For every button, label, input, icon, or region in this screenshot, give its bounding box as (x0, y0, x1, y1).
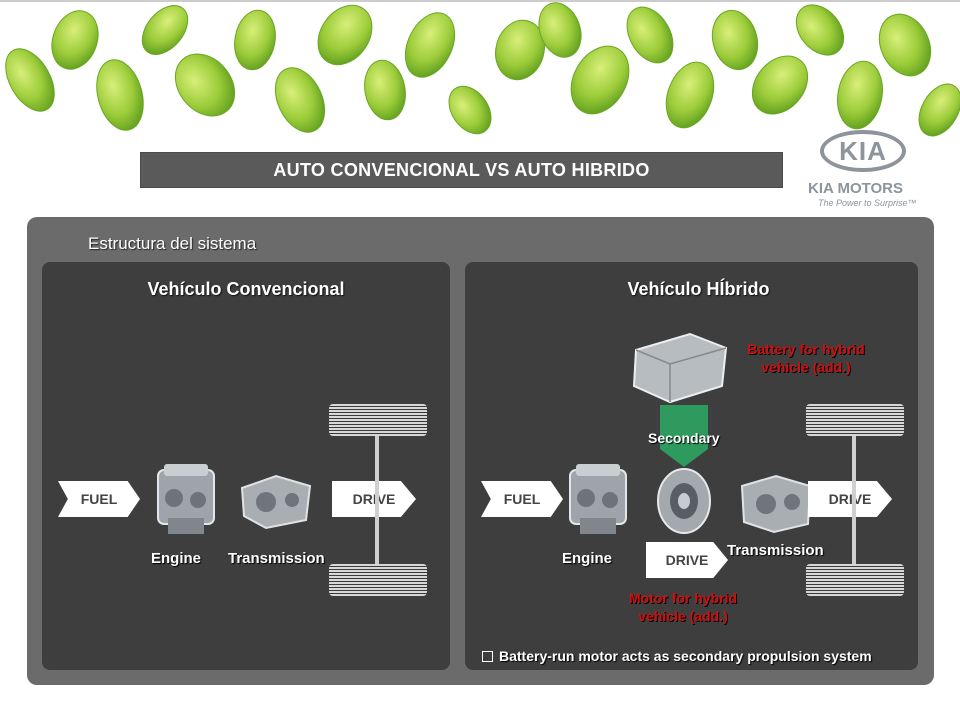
hybrid-axle (852, 420, 856, 580)
conventional-fuel-label: FUEL (80, 491, 118, 507)
kia-logo-brand: KIA MOTORS (808, 180, 904, 197)
kia-logo-tagline: The Power to Surprise™ (818, 198, 917, 208)
conventional-wheel-bottom (329, 564, 427, 596)
kia-logo: KIA KIA MOTORS The Power to Surprise™ (800, 126, 930, 216)
motor-label: Motor for hybrid vehicle (add.) (600, 589, 766, 625)
hybrid-title: Vehículo HÍbrido (627, 279, 770, 299)
motor-drive-arrow: DRIVE (646, 542, 728, 578)
kia-logo-mark: KIA (820, 130, 906, 172)
conventional-panel: Vehículo Convencional (42, 262, 450, 670)
conventional-drive-arrow: DRIVE (332, 481, 416, 517)
bullet-box-icon (482, 651, 493, 662)
motor-drive-label: DRIVE (665, 552, 709, 568)
battery-icon (632, 332, 728, 404)
motor-icon (657, 468, 711, 534)
leaves-banner (0, 0, 960, 137)
conventional-engine-icon (157, 464, 215, 534)
note: Battery-run motor acts as secondary prop… (482, 648, 872, 664)
conventional-drive-label: DRIVE (352, 491, 396, 507)
battery-label-line1: Battery for hybrid (747, 341, 865, 357)
conventional-fuel-arrow: FUEL (58, 481, 140, 517)
hybrid-transmission-label: Transmission (727, 542, 824, 559)
hybrid-engine-icon (569, 464, 627, 534)
page-title: AUTO CONVENCIONAL VS AUTO HIBRIDO (140, 152, 783, 188)
conventional-axle (375, 420, 379, 580)
hybrid-wheel-top (806, 404, 904, 436)
conventional-wheel-top (329, 404, 427, 436)
motor-label-line2: vehicle (add.) (638, 608, 728, 624)
hybrid-panel: Vehículo HÍbrido (465, 262, 918, 670)
hybrid-wheel-bottom (806, 564, 904, 596)
section-subtitle: Estructura del sistema (88, 234, 257, 253)
hybrid-transmission-icon (740, 474, 812, 534)
battery-label-line2: vehicle (add.) (761, 359, 851, 375)
hybrid-fuel-arrow: FUEL (481, 481, 563, 517)
battery-label: Battery for hybrid vehicle (add.) (726, 340, 886, 376)
conventional-transmission-icon (240, 474, 312, 530)
secondary-label: Secondary (648, 430, 720, 446)
hybrid-fuel-label: FUEL (503, 491, 541, 507)
conventional-title: Vehículo Convencional (147, 279, 345, 299)
note-text: Battery-run motor acts as secondary prop… (499, 648, 872, 664)
hybrid-drive-arrow: DRIVE (808, 481, 892, 517)
motor-label-line1: Motor for hybrid (628, 590, 738, 606)
conventional-transmission-label: Transmission (228, 550, 325, 567)
hybrid-engine-label: Engine (562, 550, 613, 567)
secondary-arrow-icon (660, 405, 708, 467)
hybrid-drive-label: DRIVE (828, 491, 872, 507)
conventional-engine-label: Engine (151, 550, 202, 567)
